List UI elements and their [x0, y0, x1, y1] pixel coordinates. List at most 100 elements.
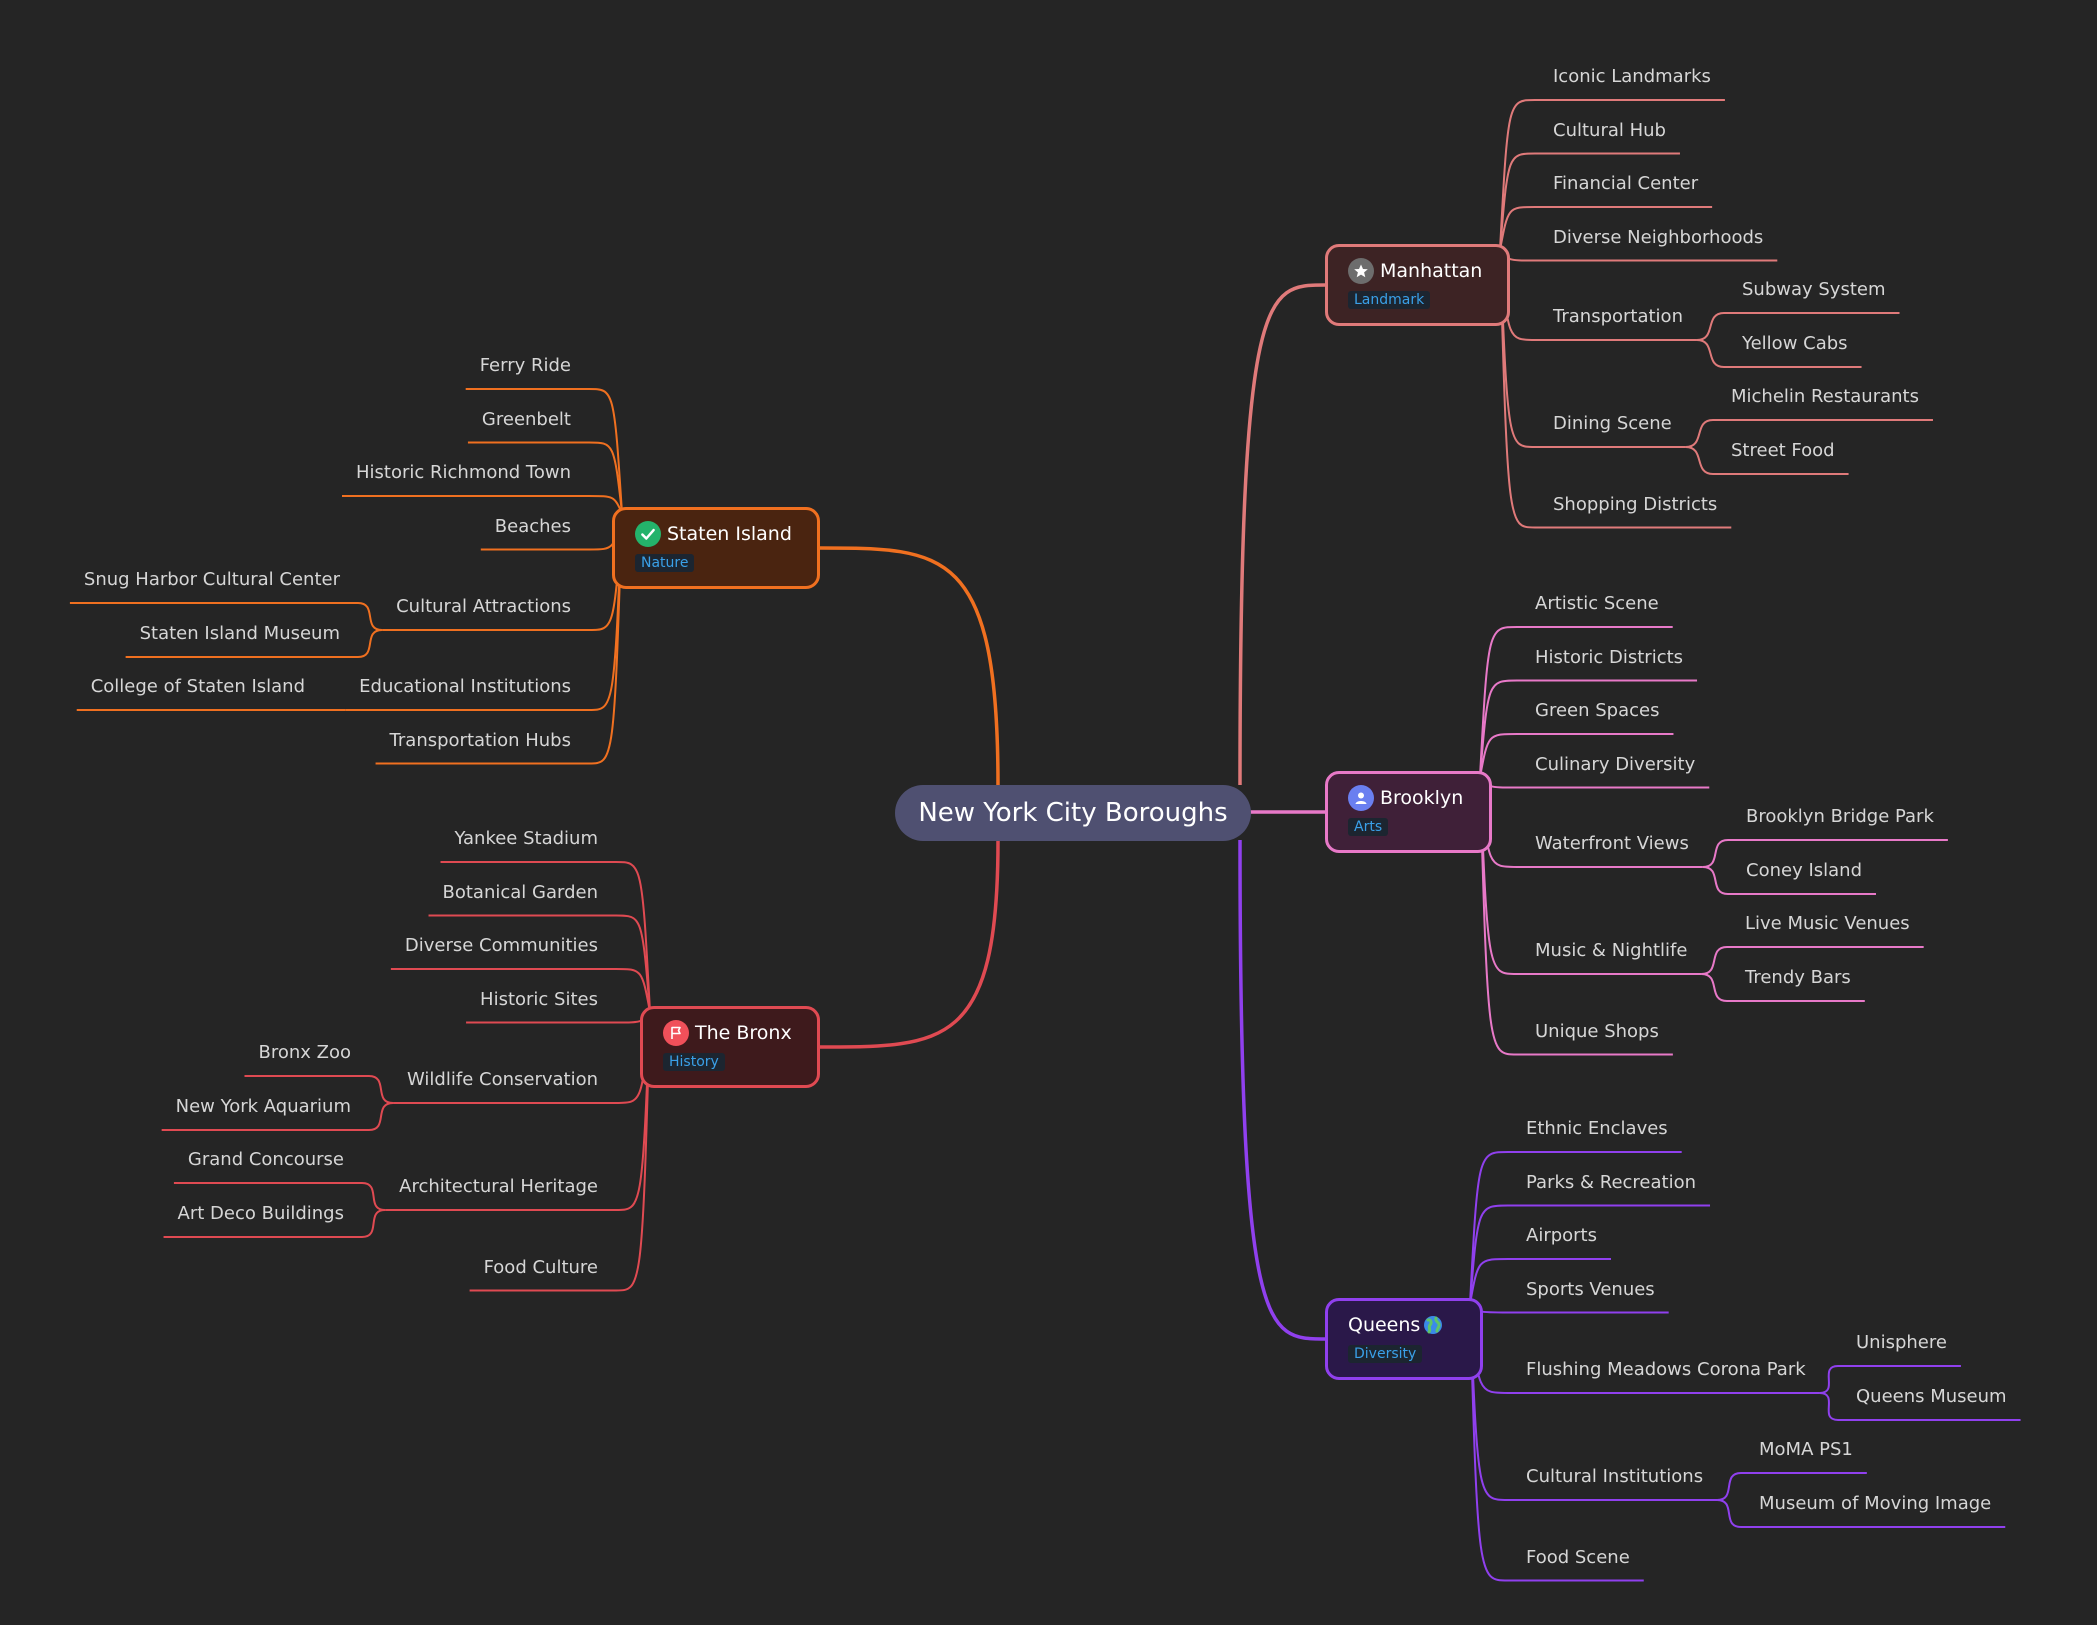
branch-tag: Diversity [1348, 1345, 1423, 1363]
grandchild-connector [1701, 973, 1728, 1002]
child-topic[interactable]: Historic Districts [1535, 646, 1684, 668]
grandchild-topic[interactable]: Brooklyn Bridge Park [1746, 806, 1934, 827]
child-connector [1499, 249, 1536, 529]
child-topic[interactable]: Historic Richmond Town [356, 462, 571, 483]
branch-label: Brooklyn [1380, 787, 1464, 809]
child-connector [1499, 206, 1536, 251]
connector-queens [1238, 839, 1326, 1341]
branch-label: The Bronx [695, 1022, 792, 1044]
grandchild-connector [1685, 419, 1714, 448]
child-topic[interactable]: Airports [1526, 1225, 1597, 1246]
child-topic[interactable]: Historic Sites [480, 988, 598, 1010]
child-topic[interactable]: Waterfront Views [1535, 833, 1689, 854]
branch-tag: Nature [635, 554, 695, 572]
child-topic[interactable]: Cultural Institutions [1526, 1466, 1704, 1487]
child-topic[interactable]: Flushing Meadows Corona Park [1526, 1359, 1806, 1380]
child-topic[interactable]: Cultural Attractions [396, 596, 571, 617]
child-topic[interactable]: Transportation Hubs [389, 729, 571, 751]
child-topic[interactable]: Yankee Stadium [454, 828, 599, 849]
grandchild-connector [1716, 1499, 1742, 1528]
child-topic[interactable]: Iconic Landmarks [1553, 66, 1711, 87]
grandchild-connector [357, 629, 383, 658]
grandchild-topic[interactable]: Unisphere [1856, 1332, 1947, 1353]
grandchild-topic[interactable]: Staten Island Museum [139, 623, 340, 644]
grandchild-topic[interactable]: Yellow Cabs [1742, 333, 1848, 354]
connector-manhattan [1238, 283, 1326, 786]
check-icon [635, 521, 661, 547]
child-topic[interactable]: Sports Venues [1526, 1278, 1655, 1300]
child-connector [1469, 1151, 1509, 1305]
grandchild-topic[interactable]: Grand Concourse [187, 1149, 344, 1170]
child-connector [1479, 626, 1518, 778]
grandchild-topic[interactable]: Live Music Venues [1745, 913, 1910, 934]
child-topic[interactable]: Architectural Heritage [399, 1176, 598, 1197]
child-connector [1469, 1303, 1509, 1582]
grandchild-connector [1702, 839, 1729, 868]
grandchild-topic[interactable]: Art Deco Buildings [177, 1203, 344, 1224]
child-topic[interactable]: Unique Shops [1535, 1020, 1659, 1042]
child-topic[interactable]: Diverse Communities [404, 935, 598, 956]
child-topic[interactable]: Educational Institutions [359, 676, 571, 697]
grandchild-connector [1702, 866, 1729, 895]
child-topic[interactable]: Culinary Diversity [1535, 753, 1696, 775]
child-connector [1479, 679, 1518, 778]
grandchild-topic[interactable]: College of Staten Island [90, 676, 305, 697]
grandchild-connector [1819, 1392, 1839, 1421]
child-topic[interactable]: Artistic Scene [1535, 593, 1659, 614]
branch-tag: Arts [1348, 818, 1389, 836]
root-node[interactable]: New York City Boroughs [895, 785, 1251, 841]
child-topic[interactable]: Cultural Hub [1553, 119, 1666, 141]
grandchild-topic[interactable]: Bronx Zoo [258, 1042, 351, 1063]
person-icon [1348, 785, 1374, 811]
child-topic[interactable]: Diverse Neighborhoods [1553, 226, 1764, 248]
grandchild-topic[interactable]: Michelin Restaurants [1731, 386, 1919, 407]
child-connector [615, 968, 651, 1013]
grandchild-connector [361, 1182, 386, 1211]
grandchild-topic[interactable]: New York Aquarium [175, 1096, 351, 1117]
child-topic[interactable]: Transportation [1553, 306, 1683, 327]
grandchild-connector [1685, 446, 1714, 475]
child-topic[interactable]: Parks & Recreation [1526, 1171, 1697, 1193]
grandchild-topic[interactable]: Subway System [1742, 279, 1886, 300]
child-topic[interactable]: Wildlife Conservation [407, 1069, 598, 1090]
child-connector [588, 441, 623, 514]
grandchild-connector [368, 1102, 394, 1131]
child-topic[interactable]: Ethnic Enclaves [1526, 1118, 1668, 1139]
grandchild-connector [1819, 1365, 1839, 1394]
child-topic[interactable]: Financial Center [1553, 173, 1699, 194]
child-topic[interactable]: Food Culture [483, 1256, 598, 1278]
branch-label: Queens [1348, 1314, 1421, 1336]
child-connector [1469, 1258, 1509, 1305]
grandchild-topic[interactable]: Street Food [1731, 440, 1835, 461]
child-topic[interactable]: Beaches [494, 515, 571, 537]
child-topic[interactable]: Ferry Ride [479, 355, 571, 376]
child-connector [1499, 152, 1536, 251]
grandchild-topic[interactable]: Trendy Bars [1745, 967, 1851, 988]
child-topic[interactable]: Shopping Districts [1553, 493, 1718, 515]
grandchild-topic[interactable]: MoMA PS1 [1759, 1439, 1853, 1460]
grandchild-topic[interactable]: Snug Harbor Cultural Center [83, 569, 340, 590]
child-topic[interactable]: Green Spaces [1535, 700, 1660, 721]
grandchild-connector [1696, 339, 1725, 368]
branch-tag: Landmark [1348, 291, 1431, 309]
branch-label: Manhattan [1380, 260, 1483, 282]
grandchild-connector [368, 1075, 394, 1104]
flag-icon [663, 1020, 689, 1046]
grandchild-topic[interactable]: Museum of Moving Image [1759, 1493, 1992, 1514]
grandchild-connector [1696, 312, 1725, 341]
child-topic[interactable]: Food Scene [1526, 1546, 1630, 1568]
grandchild-topic[interactable]: Coney Island [1746, 860, 1862, 881]
grandchild-topic[interactable]: Queens Museum [1856, 1386, 2007, 1407]
child-topic[interactable]: Dining Scene [1553, 413, 1672, 434]
child-connector [615, 914, 651, 1013]
child-topic[interactable]: Greenbelt [481, 408, 571, 430]
child-topic[interactable]: Botanical Garden [442, 881, 598, 903]
child-topic[interactable]: Music & Nightlife [1535, 940, 1688, 961]
